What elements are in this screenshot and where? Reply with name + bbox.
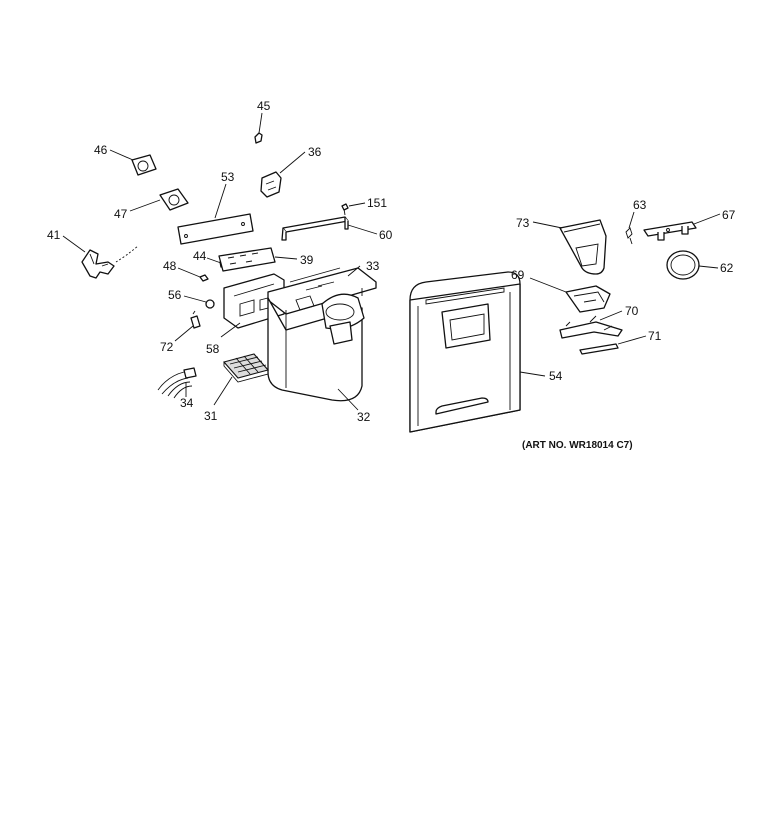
callout-41: 41 xyxy=(47,228,61,242)
part-33-chute-frame xyxy=(289,265,361,283)
callout-53: 53 xyxy=(221,170,235,184)
callout-70: 70 xyxy=(625,304,639,318)
part-62-ring xyxy=(666,250,719,280)
callout-31: 31 xyxy=(204,409,218,423)
part-36-actuator xyxy=(260,151,306,198)
part-69-arm xyxy=(529,277,611,313)
callout-54: 54 xyxy=(549,369,563,383)
callout-39: 39 xyxy=(300,253,314,267)
callout-45: 45 xyxy=(257,99,271,113)
callout-63: 63 xyxy=(633,198,647,212)
part-47-gasket xyxy=(129,188,189,212)
part-32-dispenser-housing xyxy=(267,267,377,411)
callout-67: 67 xyxy=(722,208,736,222)
part-67-bracket xyxy=(643,213,721,241)
part-70-lever xyxy=(559,310,623,339)
part-53-plate xyxy=(177,183,254,245)
callout-58: 58 xyxy=(206,342,220,356)
callout-46: 46 xyxy=(94,143,108,157)
callout-151: 151 xyxy=(367,196,387,210)
part-34-wires xyxy=(157,367,197,399)
callout-48: 48 xyxy=(163,259,177,273)
part-45-clip xyxy=(254,112,263,144)
callout-62: 62 xyxy=(720,261,734,275)
callout-33: 33 xyxy=(366,259,380,273)
part-71-rod xyxy=(579,335,647,355)
part-46-switch xyxy=(109,149,157,176)
callout-69: 69 xyxy=(511,268,525,282)
part-48-nut xyxy=(177,267,209,282)
part-39-control-board xyxy=(218,247,298,272)
callout-44: 44 xyxy=(193,249,207,263)
part-54-front-panel xyxy=(409,271,546,433)
callout-71: 71 xyxy=(648,329,662,343)
part-72-switch xyxy=(174,310,201,342)
part-63-spring xyxy=(625,211,635,245)
part-31-drip-grille xyxy=(213,353,269,406)
callout-60: 60 xyxy=(379,228,393,242)
callout-36: 36 xyxy=(308,145,322,159)
callout-73: 73 xyxy=(516,216,530,230)
callout-32: 32 xyxy=(357,410,371,424)
part-56-cap xyxy=(183,295,215,309)
part-73-chute xyxy=(532,219,607,275)
part-41-harness xyxy=(62,235,139,279)
callout-47: 47 xyxy=(114,207,128,221)
part-60-lever xyxy=(281,216,378,241)
art-number: (ART NO. WR18014 C7) xyxy=(522,440,633,451)
callout-56: 56 xyxy=(168,288,182,302)
callout-34: 34 xyxy=(180,396,194,410)
callout-72: 72 xyxy=(160,340,174,354)
part-151-screw xyxy=(341,202,366,216)
